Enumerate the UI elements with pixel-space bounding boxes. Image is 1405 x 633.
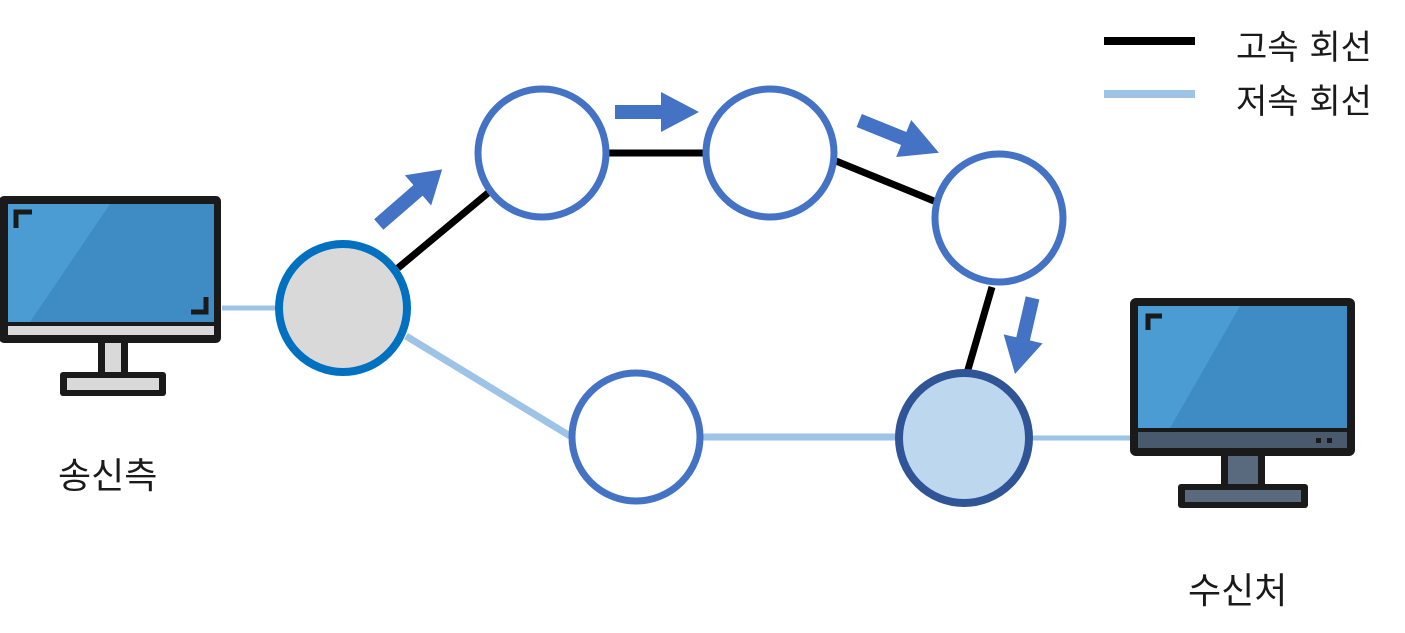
sender-router-node (275, 240, 411, 376)
computer-monitor-icon (0, 196, 221, 396)
sender-label: 송신측 (58, 456, 158, 497)
router-node-2 (702, 85, 838, 221)
legend-high-speed-label: 고속 회선 (1236, 28, 1372, 68)
high-speed-link-1 (395, 190, 491, 271)
receiver-label: 수신처 (1188, 571, 1288, 612)
direction-arrow-3 (856, 114, 939, 158)
router-node-3 (931, 150, 1067, 286)
direction-arrow-1 (374, 169, 443, 230)
legend-low-speed-label: 저속 회선 (1236, 82, 1372, 122)
direction-arrow-2 (615, 92, 699, 132)
direction-arrow-4 (1003, 296, 1043, 374)
high-speed-link-3 (834, 157, 936, 205)
router-node-1 (474, 85, 610, 221)
high-speed-link-4 (963, 286, 996, 374)
router-node-bottom (568, 369, 704, 505)
receiver-router-node (895, 369, 1033, 507)
low-speed-link-sender-bottom (404, 333, 572, 439)
computer-monitor-icon (1130, 298, 1355, 508)
